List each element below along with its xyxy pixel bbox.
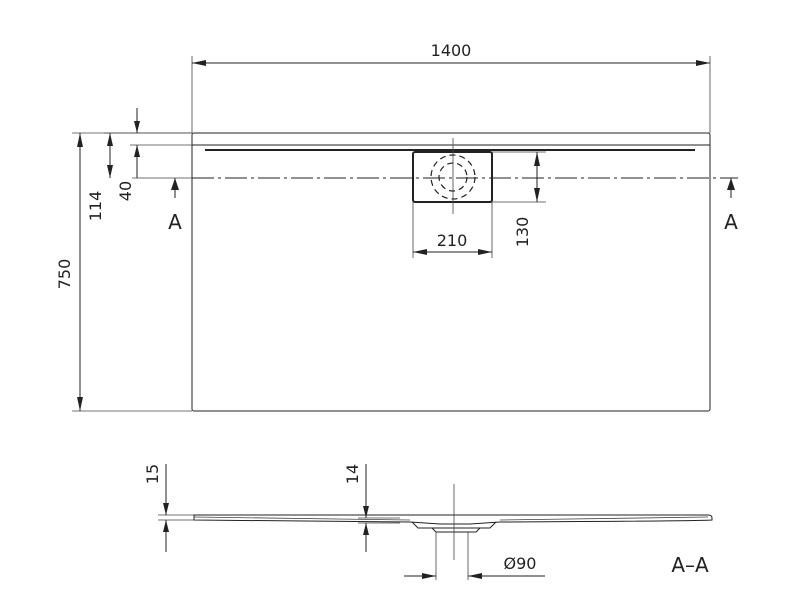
dim-drain-width: 210: [413, 231, 492, 255]
tray-profile: [193, 514, 713, 525]
section-label: A–A: [671, 553, 709, 577]
outlet-diameter-label: Ø90: [504, 554, 537, 573]
slope-line-right: [499, 516, 709, 521]
tray-outline: [191, 132, 711, 412]
dim-outlet-diameter: Ø90: [404, 554, 545, 579]
edge-height-label: 15: [143, 464, 162, 484]
slope-line-left: [193, 516, 411, 521]
section-marker-right-label: A: [724, 210, 738, 234]
dim-drain-height: 14: [343, 464, 400, 552]
dim-drain-depth: 130: [513, 152, 540, 247]
section-marker-right: A: [724, 178, 738, 234]
top-view: [132, 132, 738, 412]
section-view: [193, 484, 713, 580]
drain-width-label: 210: [437, 231, 468, 250]
length-label: 1400: [431, 41, 472, 60]
dim-width: 750: [55, 132, 192, 412]
drain-box: [412, 151, 493, 203]
dim-offset-outer: 114: [86, 132, 192, 222]
width-label: 750: [55, 259, 74, 290]
section-marker-left: A: [168, 178, 182, 234]
offset-inner-label: 40: [116, 181, 135, 201]
dim-length: 1400: [191, 41, 711, 133]
dim-offset-inner: 40: [116, 108, 192, 201]
drain-depth-label: 130: [513, 217, 532, 248]
dim-edge-height: 15: [143, 464, 194, 552]
drain-height-label: 14: [343, 464, 362, 484]
drain-flange: [431, 527, 481, 533]
section-marker-left-label: A: [168, 210, 182, 234]
offset-outer-label: 114: [86, 191, 105, 222]
